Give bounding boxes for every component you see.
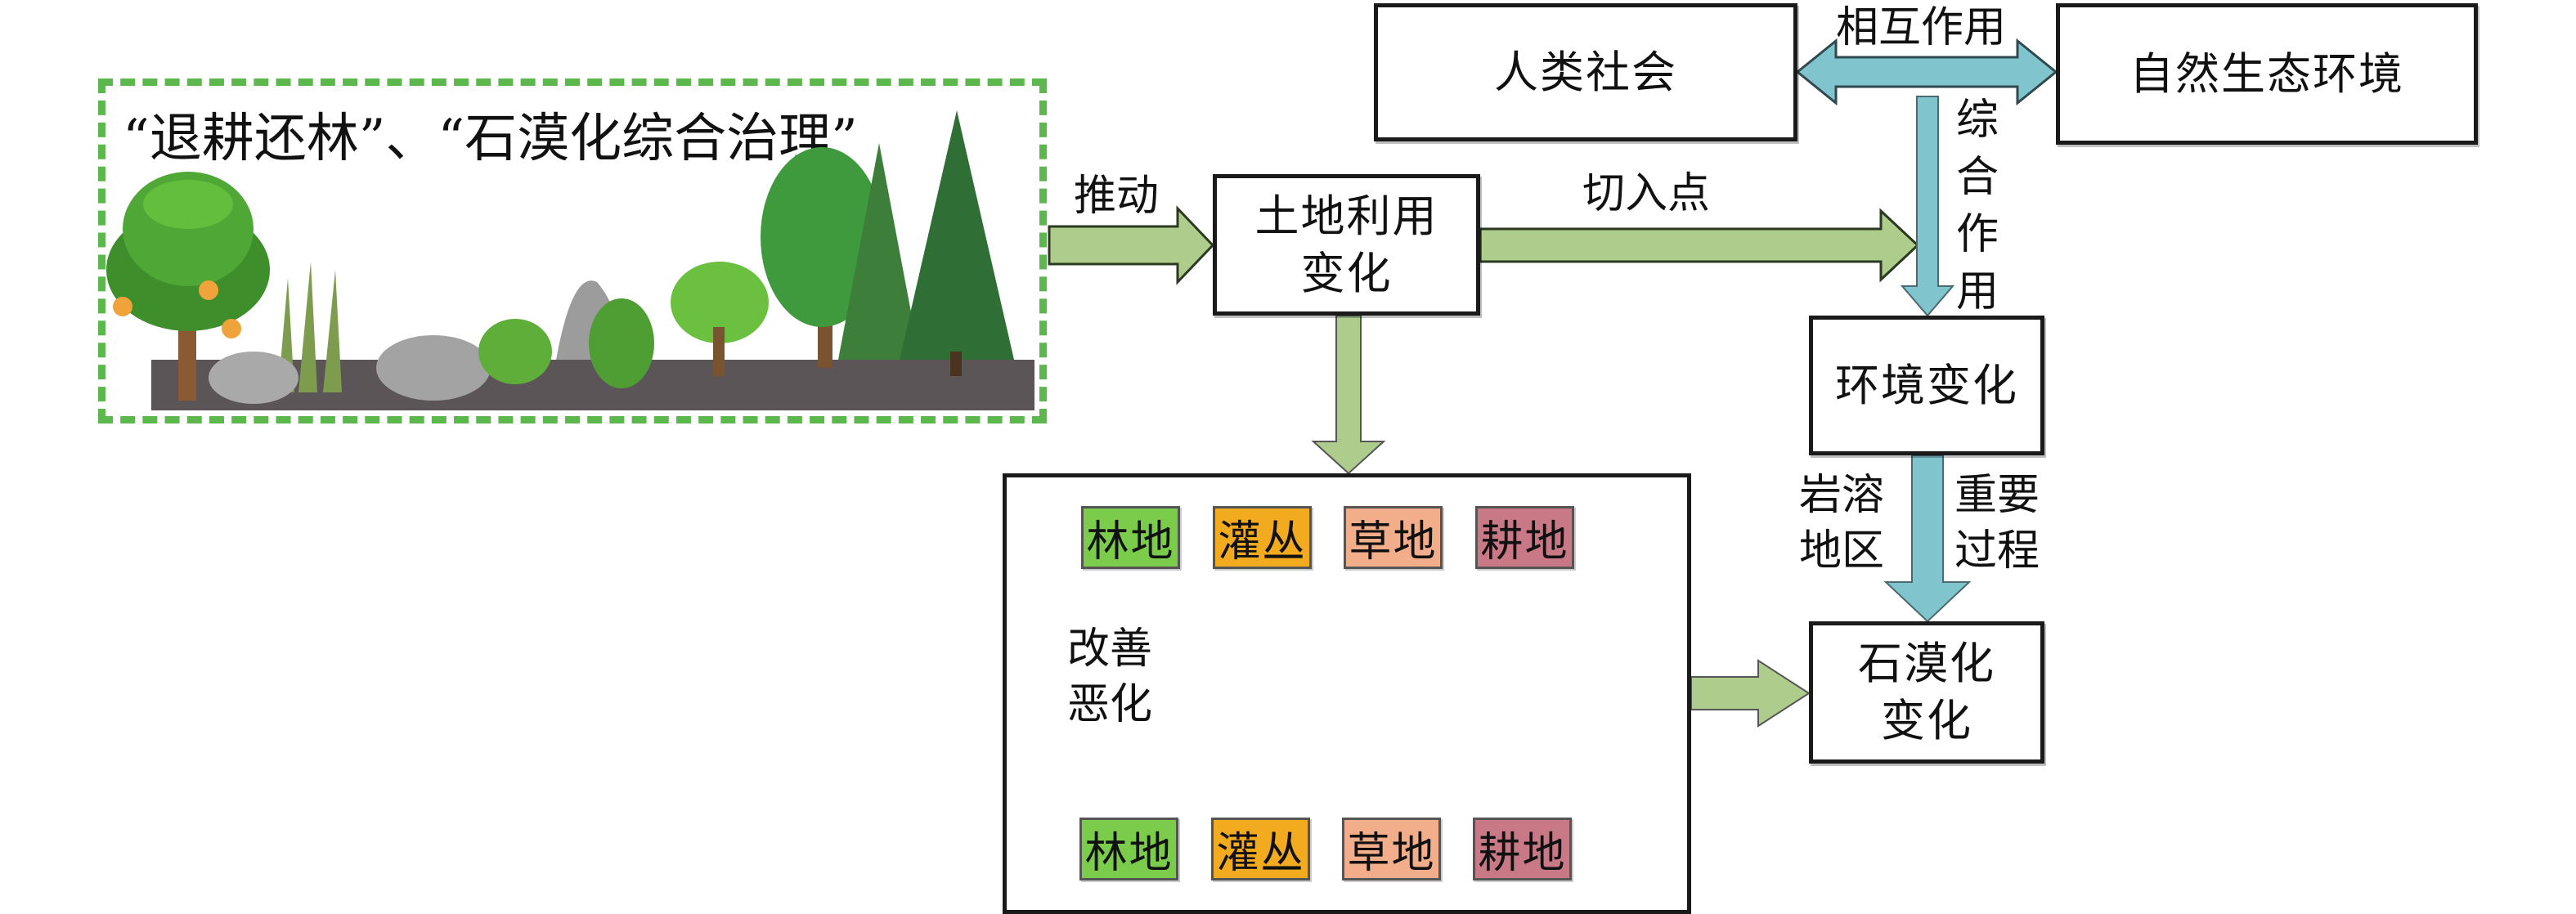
legend-improve-label: 改善 (1067, 625, 1153, 674)
natural-environment-box: 自然生态环境 (2056, 3, 2478, 145)
top-node-cropland: 耕地 (1475, 506, 1574, 569)
node-label: 草地 (1349, 517, 1438, 567)
entry-point-arrow (1479, 208, 1920, 283)
bush (478, 319, 552, 384)
top-node-shrub: 灌丛 (1213, 506, 1312, 569)
land-use-change-box: 土地利用 变化 (1213, 174, 1480, 316)
node-label: 林地 (1086, 517, 1175, 567)
round-tree (671, 262, 769, 343)
human-society-box: 人类社会 (1374, 3, 1797, 141)
fruit-tree-canopy-top (143, 180, 233, 229)
key-process-label: 重要 过程 (1954, 471, 2040, 576)
node-label: 灌丛 (1218, 517, 1307, 567)
rock (209, 352, 298, 404)
interaction-label: 相互作用 (1836, 3, 2007, 52)
node-label: 耕地 (1480, 517, 1569, 567)
node-label: 林地 (1084, 829, 1174, 878)
entry-point-label: 切入点 (1582, 169, 1711, 218)
bottom-node-cropland: 耕地 (1473, 818, 1572, 880)
node-label: 耕地 (1478, 829, 1567, 878)
combined-effect-arrow (1900, 96, 1955, 317)
bottom-node-shrub: 灌丛 (1211, 818, 1310, 880)
broadleaf-tree (761, 147, 883, 327)
landscape-illustration (106, 110, 1034, 410)
land-use-down-arrow (1311, 315, 1386, 475)
policy-panel (98, 78, 1047, 423)
rock (376, 335, 491, 401)
natural-environment-text: 自然生态环境 (2129, 47, 2404, 100)
top-node-grassland: 草地 (1344, 506, 1443, 569)
fruit (222, 319, 241, 338)
fruit (113, 297, 132, 316)
push-label: 推动 (1074, 172, 1160, 221)
desertification-change-text: 石漠化 变化 (1858, 638, 1995, 746)
top-node-forest: 林地 (1081, 506, 1180, 569)
combined-effect-label: 综合作用 (1955, 96, 1999, 316)
legend-worsen-label: 恶化 (1067, 680, 1153, 729)
human-society-text: 人类社会 (1494, 46, 1677, 98)
conifer-tree (838, 143, 920, 360)
bottom-node-forest: 林地 (1079, 818, 1178, 880)
bush (589, 298, 654, 388)
bottom-node-grassland: 草地 (1342, 818, 1441, 880)
tall-grass (278, 262, 342, 392)
conifer-tree-tall (900, 110, 1014, 360)
push-arrow (1048, 205, 1215, 285)
land-cover-to-desertification-arrow (1690, 659, 1811, 728)
environment-change-box: 环境变化 (1809, 316, 2044, 455)
ground (151, 360, 1034, 410)
desertification-change-box: 石漠化 变化 (1809, 621, 2044, 764)
node-label: 灌丛 (1216, 829, 1305, 878)
land-use-change-text: 土地利用 变化 (1254, 190, 1438, 299)
environment-change-text: 环境变化 (1835, 359, 2018, 411)
karst-region-label: 岩溶 地区 (1799, 471, 1885, 576)
round-tree-trunk (713, 327, 725, 376)
policy-title: “退耕还林”、“石漠化综合治理” (123, 109, 858, 169)
conifer-trunk (950, 352, 962, 376)
node-label: 草地 (1347, 829, 1436, 878)
key-process-arrow (1883, 455, 1972, 623)
fruit (199, 280, 218, 300)
